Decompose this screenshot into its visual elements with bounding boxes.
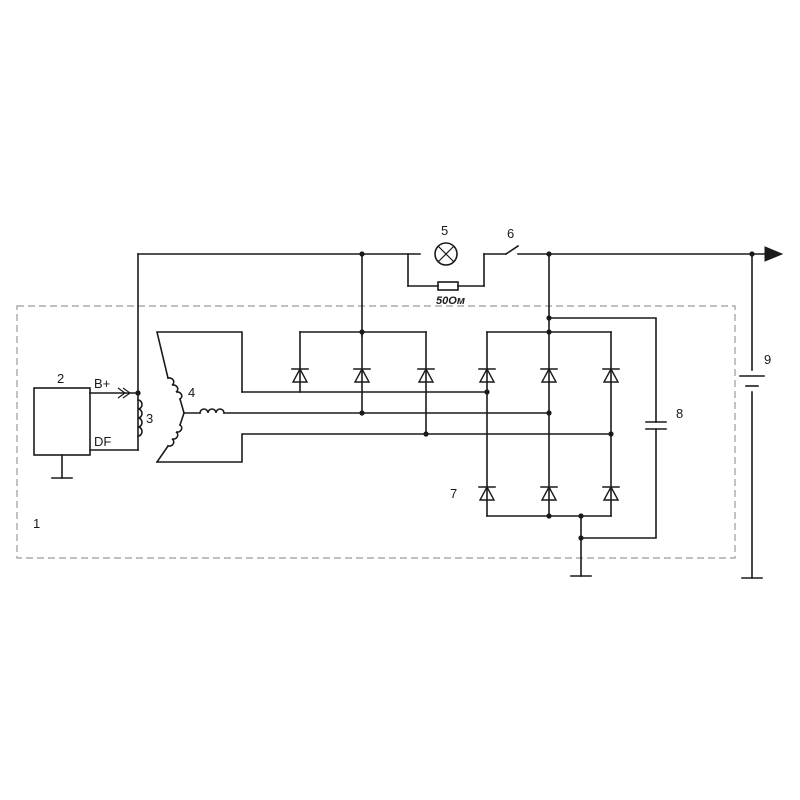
warning-lamp: [407, 242, 485, 287]
output-arrow: [764, 246, 784, 262]
upper-diode-1: [478, 367, 496, 383]
label-resistor-value: 50Ом: [436, 295, 465, 307]
label-field-winding: 3: [146, 411, 153, 426]
upper-diode-3: [602, 367, 620, 383]
ignition-switch: [504, 244, 520, 256]
lower-diode-2: [540, 485, 558, 501]
aux-diode-3: [417, 367, 435, 383]
lower-diode-1: [478, 485, 496, 501]
lamp-parallel-resistor: [407, 281, 485, 291]
aux-diode-1: [291, 367, 309, 383]
aux-diode-2: [353, 367, 371, 383]
generator-boundary: [16, 305, 736, 559]
upper-diode-2: [540, 367, 558, 383]
label-rectifier: 7: [450, 486, 457, 501]
rectifier-ground: [570, 515, 592, 577]
label-stator-winding: 4: [188, 385, 195, 400]
label-b-plus: B+: [94, 376, 110, 391]
field-winding: [137, 399, 143, 437]
battery: [739, 375, 765, 579]
auxiliary-diodes: [291, 331, 435, 435]
label-battery: 9: [764, 352, 771, 367]
label-regulator: 2: [57, 371, 64, 386]
label-generator: 1: [33, 516, 40, 531]
label-df: DF: [94, 434, 111, 449]
label-capacitor: 8: [676, 406, 683, 421]
label-switch: 6: [507, 226, 514, 241]
voltage-regulator: [33, 387, 139, 479]
label-lamp: 5: [441, 223, 448, 238]
suppression-capacitor: [548, 317, 667, 539]
positive-rail: [137, 246, 784, 579]
stator-winding: [155, 331, 612, 464]
junction-dots: [135, 251, 755, 541]
main-rectifier: [478, 317, 620, 517]
lower-diode-3: [602, 485, 620, 501]
